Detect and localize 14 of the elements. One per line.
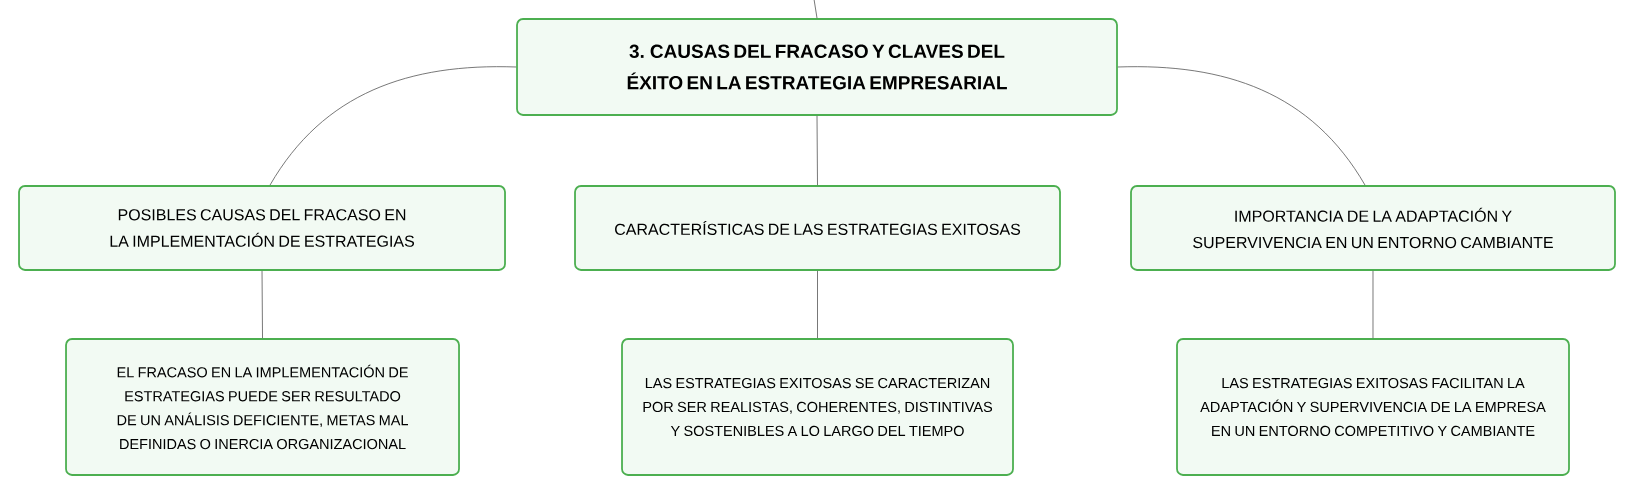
- concept-box: IMPORTANCIA DE LA ADAPTACIÓN Y SUPERVIVENCIA EN UN ENTORNO CAMBIANTE: [1130, 185, 1616, 271]
- connector-line: [1372, 270, 1374, 339]
- connector-line: [817, 270, 818, 339]
- connector-line: [813, 0, 818, 19]
- connector-line: [816, 115, 818, 186]
- connector-line: [269, 66, 517, 186]
- connector-line: [1117, 66, 1366, 186]
- topic-box: 3. CAUSAS DEL FRACASO Y CLAVES DEL ÉXITO EN LA ESTRATEGIA EMPRESARIAL: [516, 18, 1118, 116]
- concept-box: POSIBLES CAUSAS DEL FRACASO EN LA IMPLEMENTACIÓN DE ESTRATEGIAS: [18, 185, 506, 271]
- concept-box: CARACTERÍSTICAS DE LAS ESTRATEGIAS EXITOSAS: [574, 185, 1061, 271]
- concept-box: LAS ESTRATEGIAS EXITOSAS SE CARACTERIZAN POR SER REALISTAS, COHERENTES, DISTINTIVAS Y SOSTENIBLES A LO LARGO DEL TIEMPO: [621, 338, 1014, 476]
- concept-box: LAS ESTRATEGIAS EXITOSAS FACILITAN LA ADAPTACIÓN Y SUPERVIVENCIA DE LA EMPRESA EN UN ENTORNO COMPETITIVO Y CAMBIANTE: [1176, 338, 1570, 476]
- connector-line: [261, 270, 263, 339]
- concept-box: EL FRACASO EN LA IMPLEMENTACIÓN DE ESTRATEGIAS PUEDE SER RESULTADO DE UN ANÁLISIS DEFICIENTE, METAS MAL DEFINIDAS O INERCIA ORGANIZACIONAL: [65, 338, 460, 476]
